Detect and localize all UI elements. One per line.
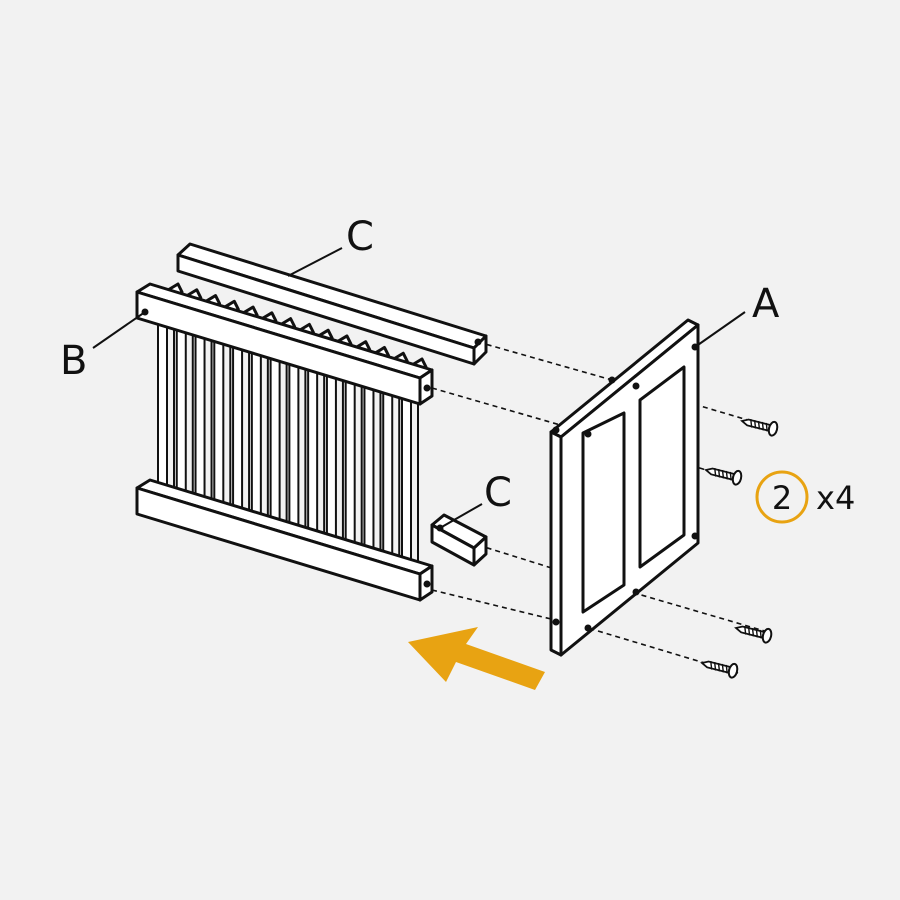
slat-14: [401, 392, 412, 570]
screw-thread: [721, 469, 725, 479]
screw-thread: [765, 422, 768, 432]
screw-thread: [757, 420, 761, 430]
slat-6: [250, 345, 262, 524]
hardware-callout: 2 x4: [755, 470, 855, 524]
screw-thread: [729, 471, 732, 481]
screws: [700, 418, 779, 679]
screw-head: [767, 420, 779, 437]
screw-thread: [753, 419, 757, 429]
label-a: A: [752, 281, 780, 327]
screw-thread: [710, 660, 713, 670]
slat-10: [325, 368, 337, 547]
screw-thread: [751, 627, 755, 637]
screw-3: [734, 625, 773, 644]
quantity-label: x4: [816, 479, 855, 517]
screw-thread: [725, 470, 729, 480]
screw-head: [731, 469, 743, 486]
bottom-rail-c: [430, 513, 488, 567]
screw-thread: [747, 626, 751, 636]
screw-thread: [717, 662, 721, 672]
slat-8: [288, 357, 300, 536]
slat-11: [344, 374, 356, 553]
slat-3: [194, 328, 206, 507]
screw-thread: [750, 418, 753, 428]
screw-thread: [717, 468, 721, 478]
leader-lines: [92, 247, 746, 529]
slat-4: [213, 334, 225, 513]
slat-1: [157, 317, 168, 495]
slat-12: [363, 380, 375, 559]
part-number-ring: [755, 470, 809, 524]
screw-thread: [713, 661, 717, 671]
top-rail-c: [176, 242, 488, 366]
screw-2: [704, 467, 743, 486]
screw-holes: [141, 308, 699, 632]
screw-thread: [714, 467, 717, 477]
screw-thread: [721, 663, 725, 673]
screw-head: [761, 627, 773, 644]
slat-frame-b: [135, 282, 434, 602]
screw-4: [700, 660, 739, 679]
screw-1: [740, 418, 779, 437]
slat-9: [307, 363, 319, 542]
side-panel-a: [549, 318, 700, 657]
slat-2: [175, 322, 187, 501]
screw-thread: [744, 625, 747, 635]
label-b: B: [60, 338, 87, 384]
slat-13: [382, 386, 394, 565]
screw-thread: [761, 421, 765, 431]
slat-7: [269, 351, 281, 530]
screw-head: [727, 662, 739, 679]
direction-arrow: [408, 627, 545, 690]
part-number: 2: [772, 479, 792, 517]
label-c-top: C: [346, 214, 374, 260]
screw-thread: [759, 629, 762, 639]
label-c-bottom: C: [484, 470, 512, 516]
screw-thread: [755, 628, 759, 638]
slat-5: [232, 340, 244, 519]
screw-thread: [725, 664, 728, 674]
